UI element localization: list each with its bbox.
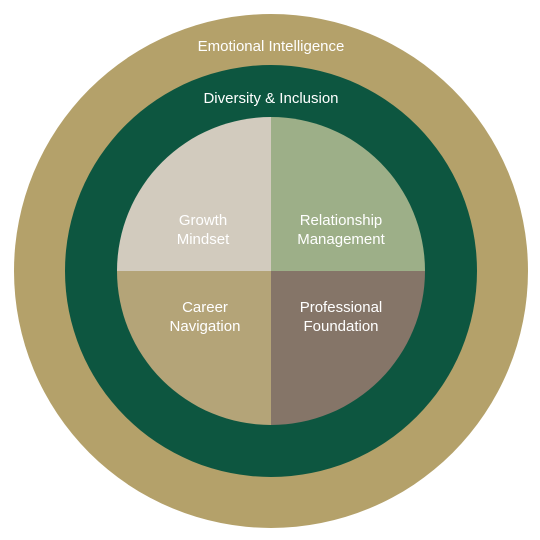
outer-ring-label: Emotional Intelligence — [198, 38, 345, 55]
growth-mindset-label-line1: Growth — [179, 212, 227, 229]
quadrant-professional-foundation — [271, 271, 425, 425]
professional-foundation-label-line2: Foundation — [303, 318, 378, 335]
relationship-management-label-line2: Management — [297, 231, 385, 248]
quadrant-relationship-management — [271, 117, 425, 271]
career-navigation-label-line1: Career — [182, 299, 228, 316]
growth-mindset-label-line2: Mindset — [177, 231, 230, 248]
professional-foundation-label-line1: Professional — [300, 299, 383, 316]
middle-ring-label: Diversity & Inclusion — [203, 90, 338, 107]
quadrant-growth-mindset — [117, 117, 271, 271]
quadrant-career-navigation — [117, 271, 271, 425]
career-navigation-label-line2: Navigation — [170, 318, 241, 335]
relationship-management-label-line1: Relationship — [300, 212, 383, 229]
